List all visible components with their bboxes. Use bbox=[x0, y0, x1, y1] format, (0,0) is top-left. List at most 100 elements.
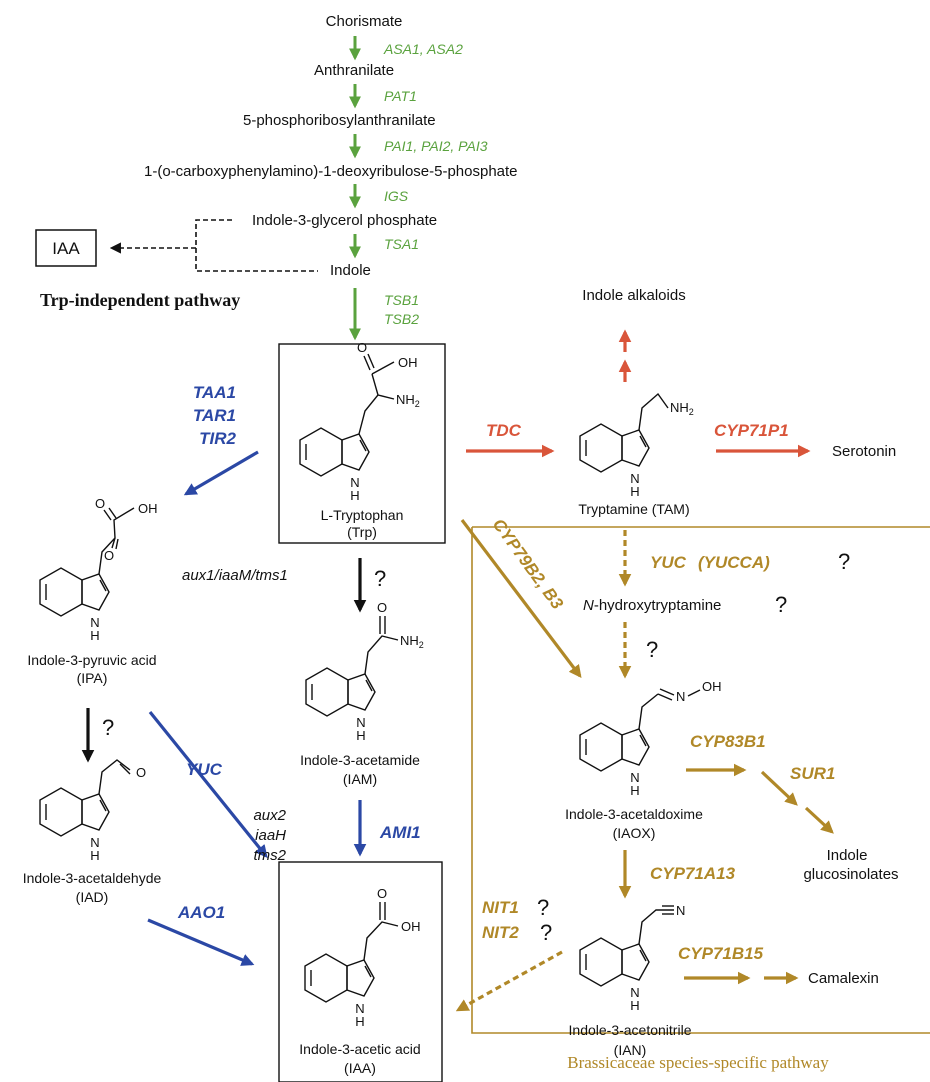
svg-text:O: O bbox=[95, 496, 105, 511]
svg-text:OH: OH bbox=[138, 501, 158, 516]
q-trp-iam: ? bbox=[374, 566, 386, 591]
enzyme-nit1: NIT1 bbox=[482, 898, 519, 917]
trp-independent-label: Trp-independent pathway bbox=[40, 290, 240, 310]
indole-alkaloids-label: Indole alkaloids bbox=[582, 287, 685, 304]
tam-structure: NH2 N H bbox=[579, 392, 694, 499]
enzyme-yuc-gold: YUC bbox=[650, 553, 687, 572]
brassicaceae-box bbox=[471, 526, 930, 1034]
svg-text:H: H bbox=[90, 628, 99, 643]
dashed-bracket bbox=[195, 219, 318, 272]
svg-text:O: O bbox=[357, 340, 367, 355]
arrow-trp-iaox bbox=[460, 519, 582, 679]
ian-structure: N N H bbox=[579, 903, 685, 1013]
iad-structure: O N H bbox=[39, 759, 146, 863]
iad-abbr: (IAD) bbox=[76, 889, 109, 905]
enzyme-tsb2: TSB2 bbox=[384, 311, 419, 327]
q-nhydroxy-iaox: ? bbox=[646, 637, 658, 662]
trp-abbr: (Trp) bbox=[347, 524, 377, 540]
svg-text:H: H bbox=[630, 998, 639, 1013]
enzyme-ami1: AMI1 bbox=[379, 823, 421, 842]
arrow-sur1-glucos bbox=[804, 806, 834, 834]
trp-box bbox=[278, 343, 446, 544]
glucos-line1: Indole bbox=[827, 847, 868, 864]
svg-text:O: O bbox=[377, 600, 387, 615]
enzyme-tdc: TDC bbox=[486, 421, 522, 440]
svg-text:H: H bbox=[356, 728, 365, 743]
chorismate-label: Chorismate bbox=[326, 13, 403, 30]
q-nit2: ? bbox=[540, 920, 552, 945]
svg-text:N: N bbox=[676, 689, 685, 704]
svg-text:N: N bbox=[355, 1001, 364, 1016]
enzyme-cyp71b15: CYP71B15 bbox=[678, 944, 764, 963]
svg-text:N: N bbox=[90, 615, 99, 630]
arrow-int-sur1 bbox=[760, 770, 798, 806]
serotonin-label: Serotonin bbox=[832, 443, 896, 460]
trp-name: L-Tryptophan bbox=[321, 507, 404, 523]
enzyme-tsb1: TSB1 bbox=[384, 292, 419, 308]
arrow-iad-iaa bbox=[147, 918, 255, 966]
iam-abbr: (IAM) bbox=[343, 771, 377, 787]
iaox-structure: N OH N H bbox=[579, 679, 722, 798]
enzyme-cyp83b1: CYP83B1 bbox=[690, 732, 766, 751]
genes-aux1: aux1/iaaM/tms1 bbox=[182, 567, 288, 584]
arrow-trp-ipa bbox=[183, 450, 259, 496]
igp-label: Indole-3-glycerol phosphate bbox=[252, 212, 437, 229]
svg-text:N: N bbox=[630, 770, 639, 785]
gene-tms2: tms2 bbox=[253, 847, 286, 864]
svg-text:OH: OH bbox=[401, 919, 421, 934]
glucos-line2: glucosinolates bbox=[803, 866, 898, 883]
svg-text:OH: OH bbox=[398, 355, 418, 370]
q-nit1: ? bbox=[537, 895, 549, 920]
enzyme-aao1: AAO1 bbox=[177, 903, 225, 922]
enzyme-pat: PAT1 bbox=[384, 88, 417, 104]
camalexin-label: Camalexin bbox=[808, 970, 879, 987]
gene-iaah: iaaH bbox=[255, 827, 286, 844]
enzyme-sur1: SUR1 bbox=[790, 764, 835, 783]
enzyme-igs: IGS bbox=[384, 188, 409, 204]
nhydroxy-rest: -hydroxytryptamine bbox=[594, 597, 722, 614]
enzyme-asa: ASA1, ASA2 bbox=[383, 41, 463, 57]
iad-name: Indole-3-acetaldehyde bbox=[23, 870, 162, 886]
svg-text:O: O bbox=[104, 548, 114, 563]
ipa-structure: O OH O N H bbox=[39, 496, 158, 643]
iaa-independent-label: IAA bbox=[52, 239, 80, 258]
iam-structure: O NH2 N H bbox=[305, 600, 424, 743]
enzyme-nit2: NIT2 bbox=[482, 923, 519, 942]
enzyme-cyp71p1: CYP71P1 bbox=[714, 421, 789, 440]
indole-label: Indole bbox=[330, 262, 371, 279]
svg-text:O: O bbox=[136, 765, 146, 780]
svg-text:OH: OH bbox=[702, 679, 722, 694]
q-ipa-iad: ? bbox=[102, 715, 114, 740]
anthranilate-label: Anthranilate bbox=[314, 62, 394, 79]
svg-text:H: H bbox=[90, 848, 99, 863]
trp-structure: O OH NH2 N H bbox=[299, 340, 420, 503]
enzyme-tir2: TIR2 bbox=[199, 429, 236, 448]
arrow-ian-iaa bbox=[455, 950, 563, 1012]
svg-text:N: N bbox=[90, 835, 99, 850]
iaa-name: Indole-3-acetic acid bbox=[299, 1041, 420, 1057]
iaox-abbr: (IAOX) bbox=[613, 825, 656, 841]
iaa-box bbox=[278, 861, 443, 1082]
svg-text:NH2: NH2 bbox=[400, 633, 424, 650]
svg-text:H: H bbox=[630, 783, 639, 798]
iaox-name: Indole-3-acetaldoxime bbox=[565, 806, 703, 822]
gene-aux2: aux2 bbox=[253, 807, 286, 824]
svg-text:N: N bbox=[676, 903, 685, 918]
enzyme-cyp79b2: CYP79B2, B3 bbox=[489, 515, 567, 613]
q-nhydroxy: ? bbox=[775, 592, 787, 617]
ipa-name: Indole-3-pyruvic acid bbox=[27, 652, 156, 668]
cdrp-label: 1-(o-carboxyphenylamino)-1-deoxyribulose… bbox=[144, 163, 518, 180]
enzyme-cyp71a13: CYP71A13 bbox=[650, 864, 736, 883]
ian-abbr: (IAN) bbox=[614, 1042, 647, 1058]
svg-text:H: H bbox=[355, 1014, 364, 1029]
iam-name: Indole-3-acetamide bbox=[300, 752, 420, 768]
enzyme-taa1: TAA1 bbox=[193, 383, 236, 402]
svg-text:N: N bbox=[350, 475, 359, 490]
nhydroxy-prefix: N bbox=[583, 597, 594, 614]
enzyme-tsa: TSA1 bbox=[384, 236, 419, 252]
svg-text:O: O bbox=[377, 886, 387, 901]
svg-text:H: H bbox=[630, 484, 639, 499]
svg-text:NH2: NH2 bbox=[670, 400, 694, 417]
arrow-ipa-iaa bbox=[148, 710, 268, 858]
